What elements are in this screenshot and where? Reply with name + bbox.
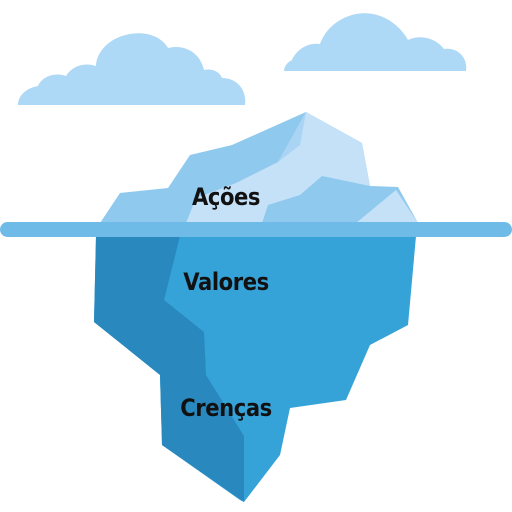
layer-label-values: Valores	[183, 268, 269, 296]
iceberg-tip	[100, 112, 418, 223]
cloud-icon	[18, 33, 246, 105]
waterline	[0, 222, 512, 237]
iceberg-underwater	[94, 236, 416, 502]
layer-label-beliefs: Crenças	[180, 394, 272, 422]
cloud-icon	[284, 13, 467, 71]
layer-label-actions: Ações	[191, 183, 261, 211]
